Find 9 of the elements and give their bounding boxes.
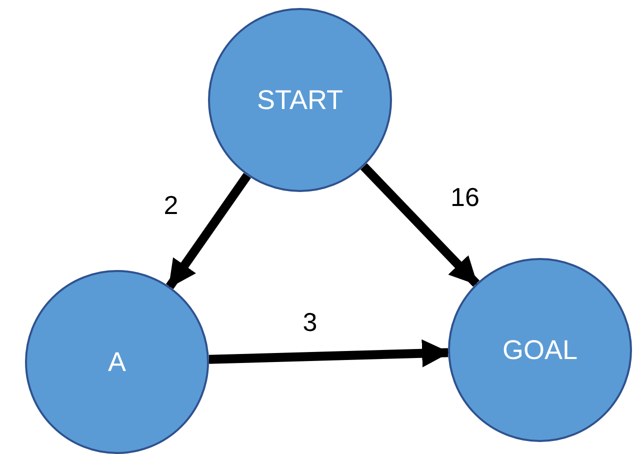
arrow [166, 172, 251, 290]
arrow [208, 339, 450, 368]
node-label: START [256, 84, 343, 117]
arrow [360, 163, 480, 287]
node-label: GOAL [502, 334, 578, 367]
node-label: A [108, 346, 126, 379]
edge-label: 2 [164, 192, 178, 218]
edge-label: 16 [450, 184, 480, 210]
edge-label: 3 [302, 309, 318, 335]
